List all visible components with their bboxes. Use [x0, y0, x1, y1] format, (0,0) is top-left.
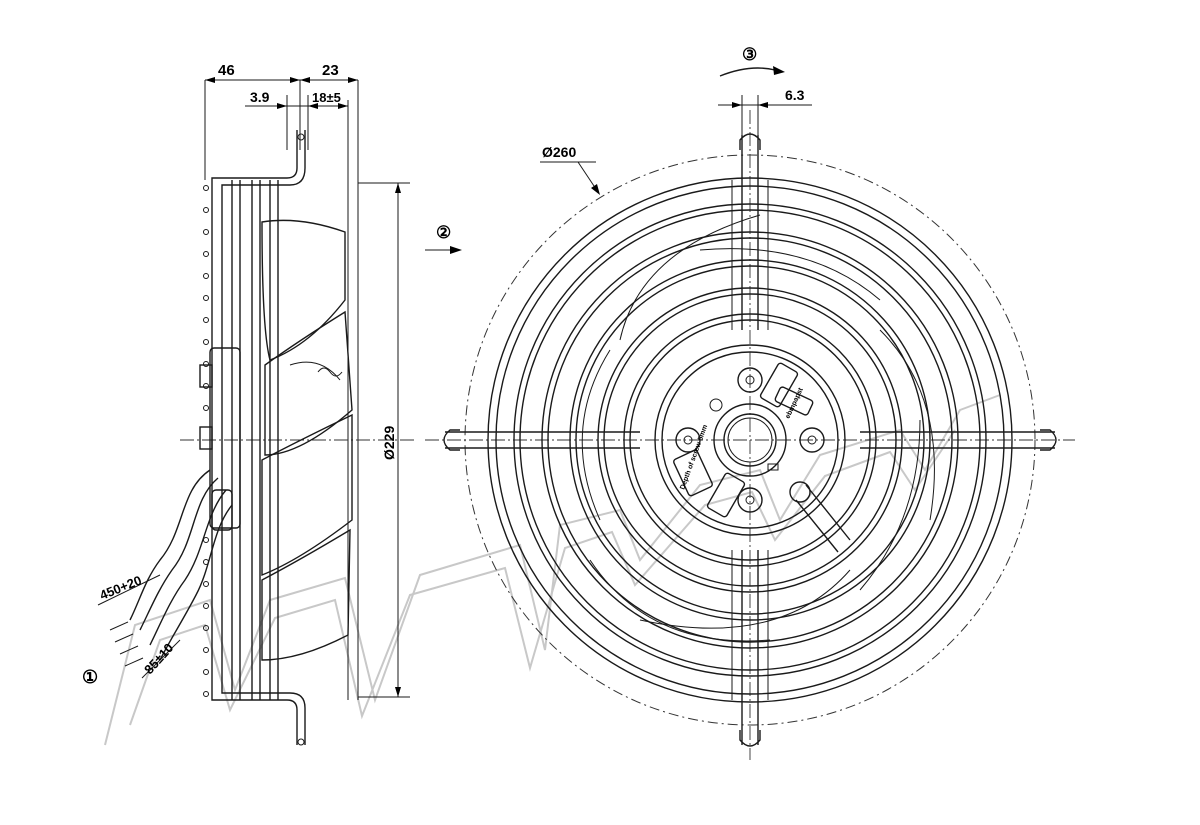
dim-18-label: 18±5: [312, 90, 341, 105]
dim-6-3-label: 6.3: [785, 87, 805, 103]
dim-450-label: 450+20: [98, 572, 144, 602]
dim-23-label: 23: [322, 62, 339, 79]
rotation-indicator: ③: [719, 45, 785, 77]
side-guard-rings: [231, 180, 279, 700]
marker-2-airflow: ②: [436, 223, 451, 242]
cable-leads: [109, 469, 233, 667]
dim-46-label: 46: [218, 62, 235, 79]
marker-1-leads: ①: [82, 667, 98, 687]
hub-label-depth: Depth of screw 5mm: [679, 424, 709, 491]
side-impeller-blades: [261, 219, 353, 661]
mounting-feet: [443, 133, 1057, 747]
dim-3-9-label: 3.9: [250, 89, 270, 105]
dim-229-label: Ø229: [381, 426, 397, 460]
front-guard-rings: [487, 177, 1013, 703]
front-impeller-blades: [581, 214, 935, 642]
airflow-indicator: ②: [425, 223, 462, 254]
guard-wire-ends: [203, 185, 209, 697]
front-view: ③ 6.3 Ø260: [425, 45, 1075, 760]
marker-3-rotation: ③: [742, 45, 757, 64]
side-view: 46 23 3.9 18±5 Ø229: [82, 62, 415, 746]
guard-spokes: [445, 135, 1055, 745]
dim-260-label: Ø260: [542, 144, 576, 160]
motor-hub: [654, 344, 851, 553]
